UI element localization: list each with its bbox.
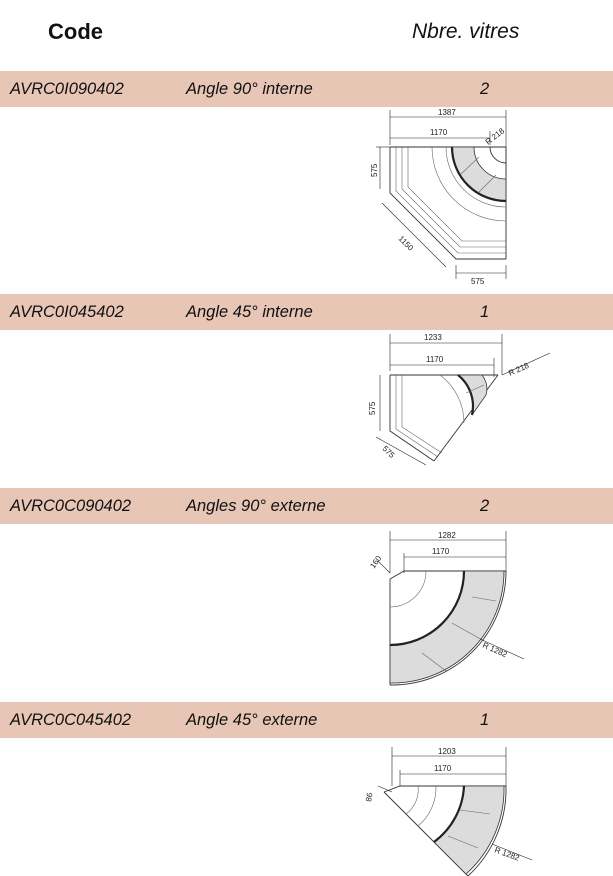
glass-count: 2 [480, 497, 490, 515]
glass-count: 1 [480, 711, 490, 729]
drawing-45-external: 1203 1170 86 R 1282 [364, 747, 533, 876]
dim-total-width: 1387 [438, 108, 456, 117]
drawing-90-external: 1282 1170 160 R 1282 [368, 531, 525, 686]
dim-radius: R 1282 [493, 845, 521, 862]
product-row-2: AVRC0I045402 Angle 45° interne 1 [0, 294, 613, 330]
dim-inner-width: 1170 [434, 764, 452, 773]
product-code: AVRC0C090402 [10, 497, 132, 515]
dim-total-width: 1233 [424, 333, 442, 342]
dim-radius: R 218 [484, 126, 507, 147]
dim-radius: R 218 [507, 361, 531, 378]
dim-inner-width: 1170 [430, 128, 448, 137]
code-column-header: Code [48, 19, 103, 44]
product-description: Angle 45° externe [186, 711, 318, 729]
dim-total-width: 1203 [438, 747, 456, 756]
glass-count-column-header: Nbre. vitres [412, 20, 520, 43]
dim-side-height: 575 [368, 401, 377, 415]
product-row-3: AVRC0C090402 Angles 90° externe 2 [0, 488, 613, 524]
product-code: AVRC0I090402 [10, 80, 124, 98]
product-description: Angle 45° interne [186, 303, 313, 321]
drawing-90-internal: 1387 1170 R 218 575 1150 575 [370, 108, 507, 286]
dim-total-width: 1282 [438, 531, 456, 540]
dim-inner-width: 1170 [432, 547, 450, 556]
dim-side-depth: 160 [368, 554, 383, 571]
dim-side-height: 575 [370, 163, 379, 177]
dim-bottom-width: 575 [471, 277, 485, 286]
product-code: AVRC0C045402 [10, 711, 132, 729]
drawing-45-internal: 1233 1170 R 218 575 575 [368, 333, 551, 466]
product-row-4: AVRC0C045402 Angle 45° externe 1 [0, 702, 613, 738]
product-code: AVRC0I045402 [10, 303, 124, 321]
glass-count: 1 [480, 303, 490, 321]
glass-count: 2 [480, 80, 490, 98]
dim-radius: R 1282 [481, 641, 509, 660]
product-description: Angle 90° interne [186, 80, 313, 98]
dim-side-depth: 86 [364, 791, 375, 802]
dim-inner-width: 1170 [426, 355, 444, 364]
product-description: Angles 90° externe [186, 497, 326, 515]
product-row-1: AVRC0I090402 Angle 90° interne 2 [0, 71, 613, 107]
dim-diagonal: 575 [381, 444, 397, 460]
dim-diagonal: 1150 [397, 234, 416, 253]
